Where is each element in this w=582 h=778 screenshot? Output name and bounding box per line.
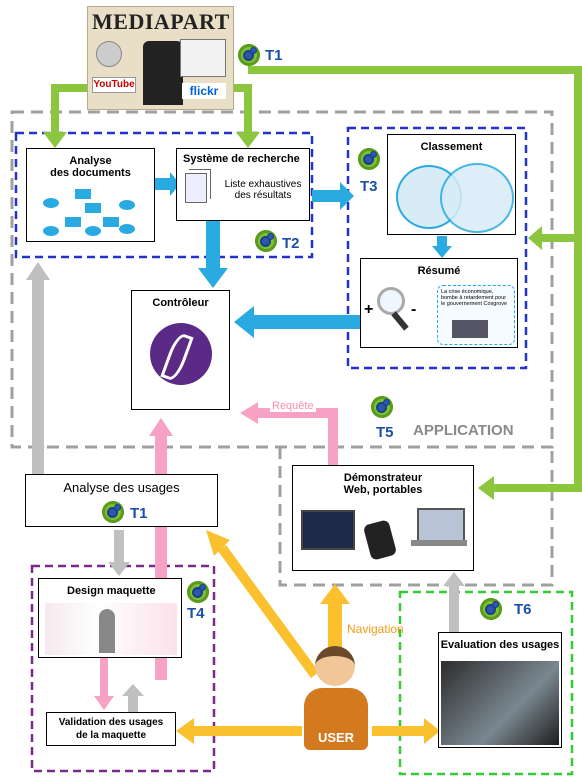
laptop-icon (417, 508, 465, 542)
evaluation-box: Evaluation des usages (438, 632, 562, 748)
classement-box: Classement (387, 134, 516, 235)
controller-box: Contrôleur (131, 290, 230, 410)
analyse-usages-title: Analyse des usages (63, 480, 180, 495)
demonstrateur-title: Démonstrateur Web, portables (343, 472, 423, 496)
alcatel-logo-icon (150, 323, 212, 385)
evaluation-title: Evaluation des usages (440, 639, 560, 651)
laptop-base (411, 540, 467, 546)
wikipedia-icon (96, 41, 122, 67)
team-label-t6: T6 (514, 601, 532, 618)
requete-label: Requête (270, 400, 316, 412)
team-label-t5: T5 (376, 424, 394, 441)
search-system-title: Système de recherche (183, 153, 300, 165)
team-gear-icon (238, 44, 260, 66)
user-head-icon (315, 646, 355, 686)
application-region (10, 110, 554, 449)
team-label-t1-bottom: T1 (130, 505, 148, 522)
resume-snippet-card: La crise économique, bombe à retardement… (437, 285, 515, 345)
team-gear-icon (255, 230, 277, 252)
team-label-t2: T2 (282, 235, 300, 252)
analyse-usages-box: Analyse des usages T1 (25, 474, 218, 527)
magnifier-icon (377, 287, 405, 315)
team-label-t1-top: T1 (265, 47, 283, 64)
resume-title: Résumé (417, 265, 461, 277)
person-silhouette-icon (99, 609, 115, 653)
newspaper-icon (180, 39, 226, 77)
analyse-documents-title: Analyse des documents (50, 155, 131, 179)
document-stack-icon (185, 173, 207, 203)
t6-region (398, 590, 574, 776)
source-banner: MEDIAPART YouTube flickr (87, 6, 234, 110)
zoom-out-icon: - (411, 301, 417, 318)
t3-region (346, 126, 528, 370)
desktop-computer-icon (301, 510, 355, 550)
mediapart-logo: MEDIAPART (92, 9, 230, 34)
team-gear-icon (102, 501, 124, 523)
design-maquette-box: Design maquette (38, 578, 182, 658)
resume-box: Résumé + - La crise économique, bombe à … (360, 258, 518, 348)
application-label: APPLICATION (413, 422, 514, 439)
user-body (304, 688, 368, 750)
team-gear-icon (480, 598, 502, 620)
controller-title: Contrôleur (152, 297, 209, 309)
mobile-user-photo (441, 661, 559, 745)
search-system-box: Système de recherche Liste exhaustives d… (176, 148, 310, 221)
validation-title: Validation des usages de la maquette (58, 717, 164, 741)
news-photo (452, 320, 488, 338)
classement-title: Classement (420, 141, 483, 153)
document-graph-icon (43, 189, 135, 236)
design-maquette-title: Design maquette (67, 585, 156, 597)
analyse-documents-box: Analyse des documents (26, 148, 155, 242)
zoom-in-icon: + (364, 301, 374, 318)
cluster-ellipse-icon (440, 163, 514, 233)
smartphone-icon (362, 519, 398, 561)
newspaper-figure-icon (143, 41, 183, 105)
magnifier-handle (391, 311, 409, 331)
team-label-t3: T3 (360, 178, 378, 195)
validation-box: Validation des usages de la maquette (46, 712, 176, 746)
search-system-subtitle: Liste exhaustives des résultats (224, 179, 302, 201)
demonstrateur-box: Démonstrateur Web, portables (292, 465, 474, 571)
team-gear-icon (358, 148, 380, 170)
user-label: USER (317, 730, 355, 745)
team-gear-icon (371, 396, 393, 418)
resume-snippet-text: La crise économique, bombe à retardement… (441, 289, 508, 307)
flickr-logo: flickr (182, 83, 226, 99)
navigation-label: Navigation (347, 622, 404, 636)
team-label-t4: T4 (187, 605, 205, 622)
youtube-logo: YouTube (92, 77, 136, 93)
team-gear-icon (187, 581, 209, 603)
